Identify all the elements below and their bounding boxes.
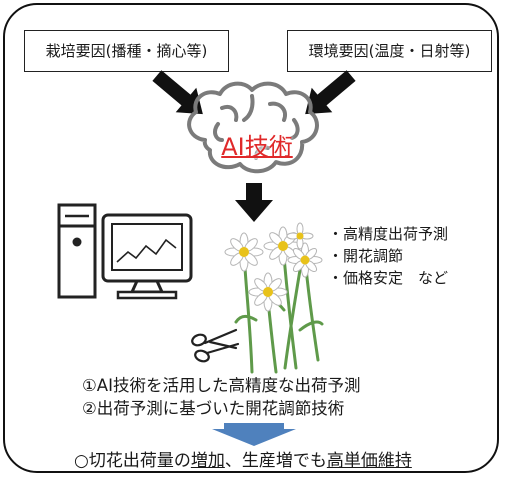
cultivation-factors-box: 栽培要因(播種・摘心等) — [24, 30, 229, 72]
arrow-left-to-ai — [152, 70, 203, 115]
key-point-item: ①AI技術を活用した高精度な出荷予測 — [82, 376, 361, 395]
conclusion-middle: 、生産増でも — [224, 451, 327, 471]
computer-icon — [57, 203, 193, 300]
arrow-ai-to-results — [235, 183, 273, 222]
environment-factors-label: 環境要因(温度・日射等) — [308, 42, 471, 60]
conclusion-text: ○切花出荷量の増加、生産増でも高単価維持 — [74, 446, 412, 471]
cultivation-factors-label: 栽培要因(播種・摘心等) — [45, 42, 208, 60]
ai-technology-label: AI技術 — [221, 133, 293, 161]
key-points-list: ①AI技術を活用した高精度な出荷予測 ②出荷予測に基づいた開花調節技術 — [82, 374, 360, 420]
conclusion-prefix: ○切花出荷量の — [74, 451, 191, 471]
arrow-right-to-ai — [305, 70, 356, 115]
brain-icon — [187, 81, 319, 174]
flower-photo — [224, 222, 324, 374]
expected-effects-list: ・高精度出荷予測 ・開花調節 ・価格安定 など — [328, 223, 448, 289]
outer-frame — [3, 3, 499, 473]
environment-factors-box: 環境要因(温度・日射等) — [287, 30, 492, 72]
arrow-to-conclusion — [212, 423, 296, 446]
scissors-icon — [191, 328, 240, 363]
key-point-item: ②出荷予測に基づいた開花調節技術 — [82, 399, 345, 418]
effect-item: ・高精度出荷予測 — [328, 225, 449, 243]
conclusion-increase: 増加 — [190, 451, 225, 471]
effect-item: ・開花調節 — [328, 247, 404, 265]
effect-item: ・価格安定 など — [328, 269, 449, 287]
conclusion-high-price: 高単価維持 — [326, 451, 412, 471]
